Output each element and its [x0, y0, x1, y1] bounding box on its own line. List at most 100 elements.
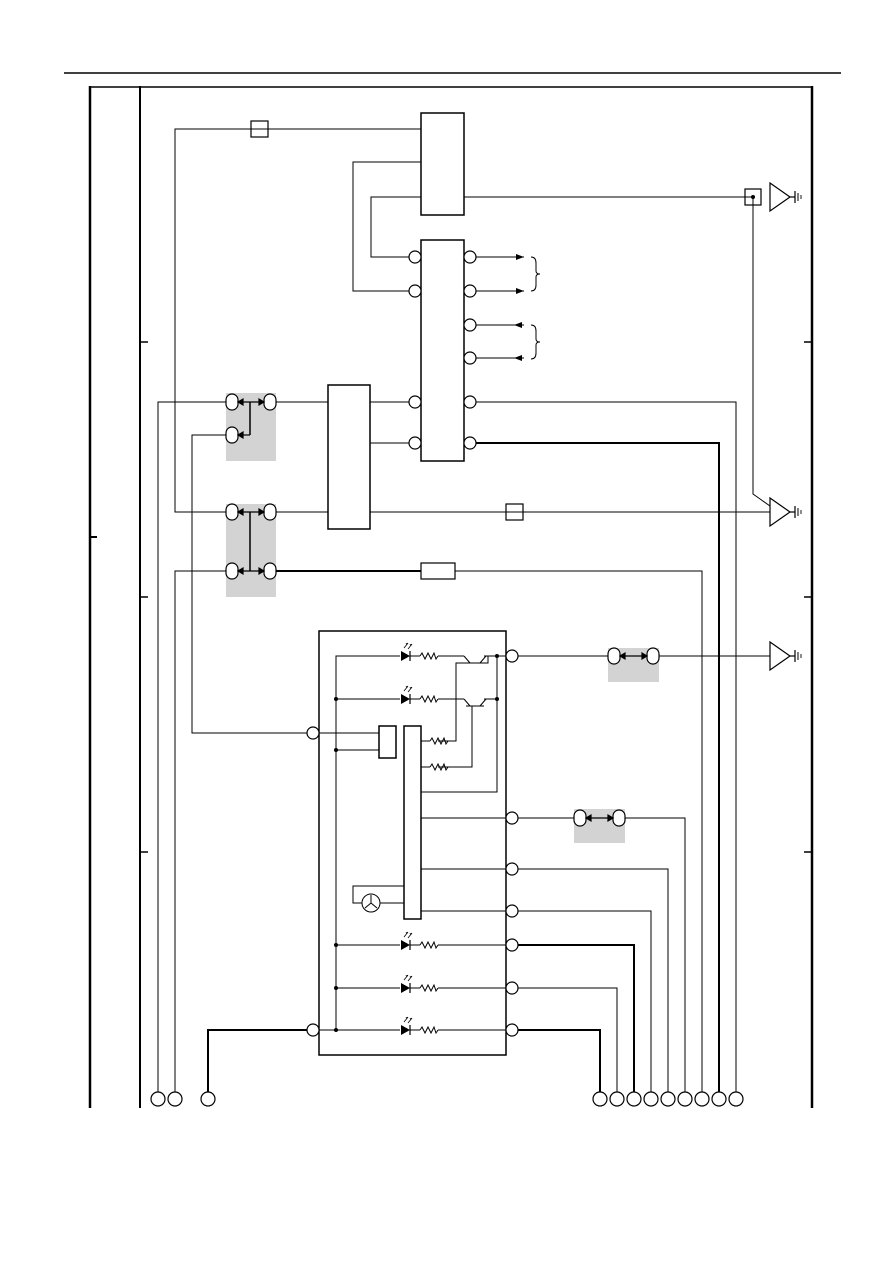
bottom-terminal	[150, 1091, 166, 1107]
connector-pin-icon	[463, 351, 477, 365]
module-block-middle	[420, 239, 465, 462]
module-block-top	[420, 112, 465, 216]
junction-dot	[495, 654, 499, 658]
junction-dot	[334, 748, 338, 752]
wire-arrow-icon	[516, 254, 524, 260]
junction-dot	[334, 943, 338, 947]
wire	[421, 656, 498, 793]
connector-plug	[225, 562, 239, 580]
ground-icon	[794, 190, 802, 204]
wire	[518, 1029, 601, 1093]
bottom-terminal	[626, 1091, 642, 1107]
connector-plug	[263, 393, 277, 411]
wire	[335, 655, 400, 1030]
wire-arrows	[514, 254, 524, 361]
bottom-terminal	[200, 1091, 216, 1107]
connector-pin-icon	[408, 395, 422, 409]
meter-inner-box	[378, 725, 397, 759]
bottom-terminal	[728, 1091, 744, 1107]
bottom-terminal	[592, 1091, 608, 1107]
module-block-left	[327, 384, 371, 530]
connector-pin-icon	[408, 284, 422, 298]
resistor-icon	[419, 651, 439, 661]
resistor-icon	[429, 762, 449, 772]
bottom-terminal	[609, 1091, 625, 1107]
wire	[352, 161, 421, 292]
brace	[530, 256, 541, 292]
connector-pin-icon	[463, 395, 477, 409]
wire	[157, 401, 226, 1093]
connector-plug	[225, 426, 239, 444]
resistor-icon	[419, 1025, 439, 1035]
wire	[191, 434, 307, 734]
transistors	[463, 655, 487, 707]
page-frame	[64, 72, 841, 1108]
wire	[438, 662, 469, 742]
resistor-icon	[419, 694, 439, 704]
connector-pin-icon	[463, 436, 477, 450]
resistor-icon	[429, 736, 449, 746]
buffer-triangle-icon	[769, 181, 802, 213]
buffer-triangle-icon	[769, 496, 802, 528]
connector-pin-icon	[505, 904, 519, 918]
meter-inner-bar	[403, 725, 422, 920]
resistors	[419, 651, 449, 1035]
bottom-terminal	[643, 1091, 659, 1107]
connector-links	[236, 397, 649, 823]
junction-dot	[334, 697, 338, 701]
connector-pin-icon	[408, 250, 422, 264]
connector-pin-icon	[505, 649, 519, 663]
transistor-icon	[463, 698, 487, 707]
junction-dot	[334, 1028, 338, 1032]
wire	[518, 987, 618, 1093]
connector-pin-icon	[408, 436, 422, 450]
wire	[752, 197, 771, 507]
connector-pin-icon	[463, 250, 477, 264]
wire	[370, 196, 421, 258]
bottom-terminal	[711, 1091, 727, 1107]
connector-plug	[263, 562, 277, 580]
junction-dot	[334, 986, 338, 990]
connector-pin-icon	[505, 862, 519, 876]
wire	[518, 944, 635, 1093]
connector-pin-icon	[306, 1023, 320, 1037]
resistor-icon	[419, 983, 439, 993]
connector-pin-icon	[505, 938, 519, 952]
bottom-terminal	[660, 1091, 676, 1107]
wire-arrow-icon	[514, 322, 522, 328]
wire	[476, 401, 737, 1093]
connector-pin-icon	[463, 284, 477, 298]
junction-dots	[334, 195, 755, 1032]
connector-pin-icon	[463, 318, 477, 332]
transistor-icon	[463, 655, 487, 664]
brace	[530, 324, 541, 360]
connector-pin-icon	[505, 1023, 519, 1037]
bottom-terminal	[167, 1091, 183, 1107]
resistor-icon	[419, 940, 439, 950]
connector-plug	[646, 647, 660, 665]
wire	[455, 570, 703, 1093]
connector-pin-icon	[306, 726, 320, 740]
junction-dot	[495, 697, 499, 701]
bottom-terminal	[677, 1091, 693, 1107]
fuse-box-long	[420, 562, 456, 580]
wire	[518, 910, 652, 1093]
motor-icon	[361, 893, 381, 913]
wire	[174, 128, 421, 513]
component-blocks	[318, 112, 507, 1056]
bottom-terminals	[150, 1091, 744, 1107]
wire-arrow-icon	[516, 288, 524, 294]
wires	[157, 128, 771, 1093]
wire	[476, 442, 720, 1093]
connector-plug	[607, 647, 621, 665]
wire	[518, 868, 669, 1093]
connector-plug	[225, 503, 239, 521]
connector-plug	[263, 503, 277, 521]
connector-plug	[225, 393, 239, 411]
connector-pin-icon	[505, 981, 519, 995]
block-pins	[306, 250, 519, 1037]
wire	[174, 570, 226, 1093]
junction-dot	[751, 195, 755, 199]
connector-plug	[573, 809, 587, 827]
